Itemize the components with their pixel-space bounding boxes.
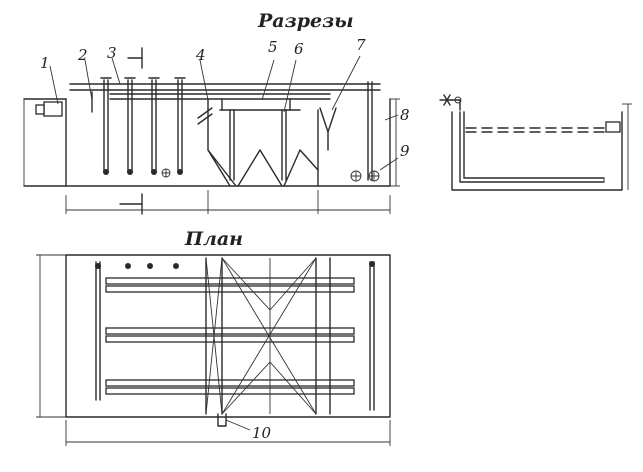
callout-10: 10 — [252, 424, 272, 442]
callout-2: 2 — [77, 46, 88, 64]
callout-4: 4 — [195, 46, 206, 64]
leader-lines — [49, 55, 399, 431]
callout-6: 6 — [294, 40, 304, 58]
drop-pipes — [100, 77, 186, 175]
aeration-pipes — [105, 277, 355, 395]
callout-3: 3 — [107, 44, 117, 62]
callout-1: 1 — [40, 54, 50, 72]
plan-title: План — [184, 228, 243, 250]
callout-8: 8 — [400, 106, 410, 124]
sections-title: Разрезы — [257, 10, 354, 32]
section-view — [23, 47, 400, 215]
callout-numbers: 1 2 3 4 5 6 7 8 9 10 — [40, 36, 410, 442]
callout-7: 7 — [356, 36, 366, 54]
side-section-view — [439, 94, 632, 191]
callout-9: 9 — [400, 142, 410, 160]
callout-5: 5 — [268, 38, 278, 56]
hopper-grid — [205, 257, 331, 415]
valves-9 — [350, 170, 380, 182]
plan-view — [36, 254, 391, 446]
